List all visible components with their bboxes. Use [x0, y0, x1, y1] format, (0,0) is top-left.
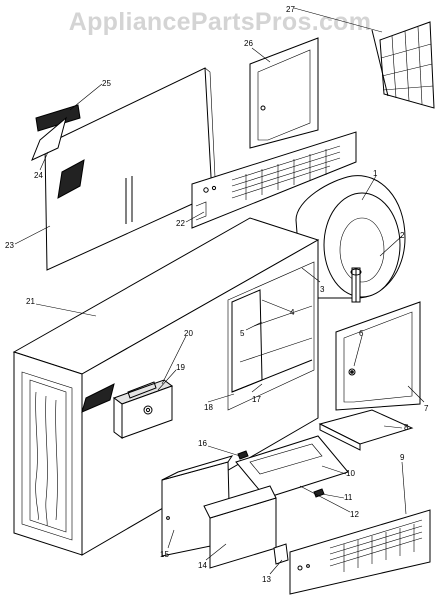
callout-label: 6 — [359, 329, 364, 338]
watermark-text: AppliancePartsPros.com — [68, 8, 372, 36]
callout-label: 21 — [26, 297, 35, 306]
part-side-panel — [44, 67, 217, 271]
callout-label: 9 — [400, 453, 405, 462]
part-small-filter — [31, 104, 81, 161]
callout-label: 1 — [373, 169, 378, 178]
callout-label: 16 — [198, 439, 207, 448]
part-drain-tray — [318, 409, 414, 451]
callout-label: 7 — [424, 404, 429, 413]
part-louvered-panel-front — [273, 509, 431, 595]
callout-label: 10 — [346, 469, 355, 478]
callout-label: 22 — [176, 219, 185, 228]
callout-label: 23 — [5, 241, 14, 250]
callout-label: 18 — [204, 403, 213, 412]
callout-label: 4 — [290, 308, 295, 317]
callout-label: 17 — [252, 395, 261, 404]
part-control-box — [112, 379, 174, 439]
callout-label: 19 — [176, 363, 185, 372]
callout-label: 25 — [102, 79, 111, 88]
callout-label: 27 — [286, 5, 295, 14]
callout-label: 2 — [400, 231, 405, 240]
part-main-cabinet — [12, 217, 320, 556]
part-louvered-panel-rear — [191, 131, 357, 229]
callout-label: 14 — [198, 561, 207, 570]
part-blower-assembly — [295, 175, 406, 303]
part-access-door-top — [249, 37, 319, 149]
callout-label: 12 — [350, 510, 359, 519]
part-access-door-right — [335, 301, 421, 411]
part-filter-frame — [371, 21, 435, 109]
callout-label: 8 — [404, 423, 409, 432]
callout-label: 13 — [262, 575, 271, 584]
part-bracket — [235, 435, 349, 499]
leader-lines — [14, 7, 425, 575]
callout-label: 26 — [244, 39, 253, 48]
callout-label: 3 — [320, 285, 325, 294]
callout-label: 20 — [184, 329, 193, 338]
callout-label: 11 — [344, 493, 353, 502]
callout-labels: 1 2 3 4 5 6 7 8 9 10 11 12 13 14 15 16 1… — [5, 5, 429, 584]
callout-label: 5 — [240, 329, 245, 338]
callout-label: 24 — [34, 171, 43, 180]
callout-label: 15 — [160, 550, 169, 559]
part-inner-panel — [203, 485, 277, 569]
